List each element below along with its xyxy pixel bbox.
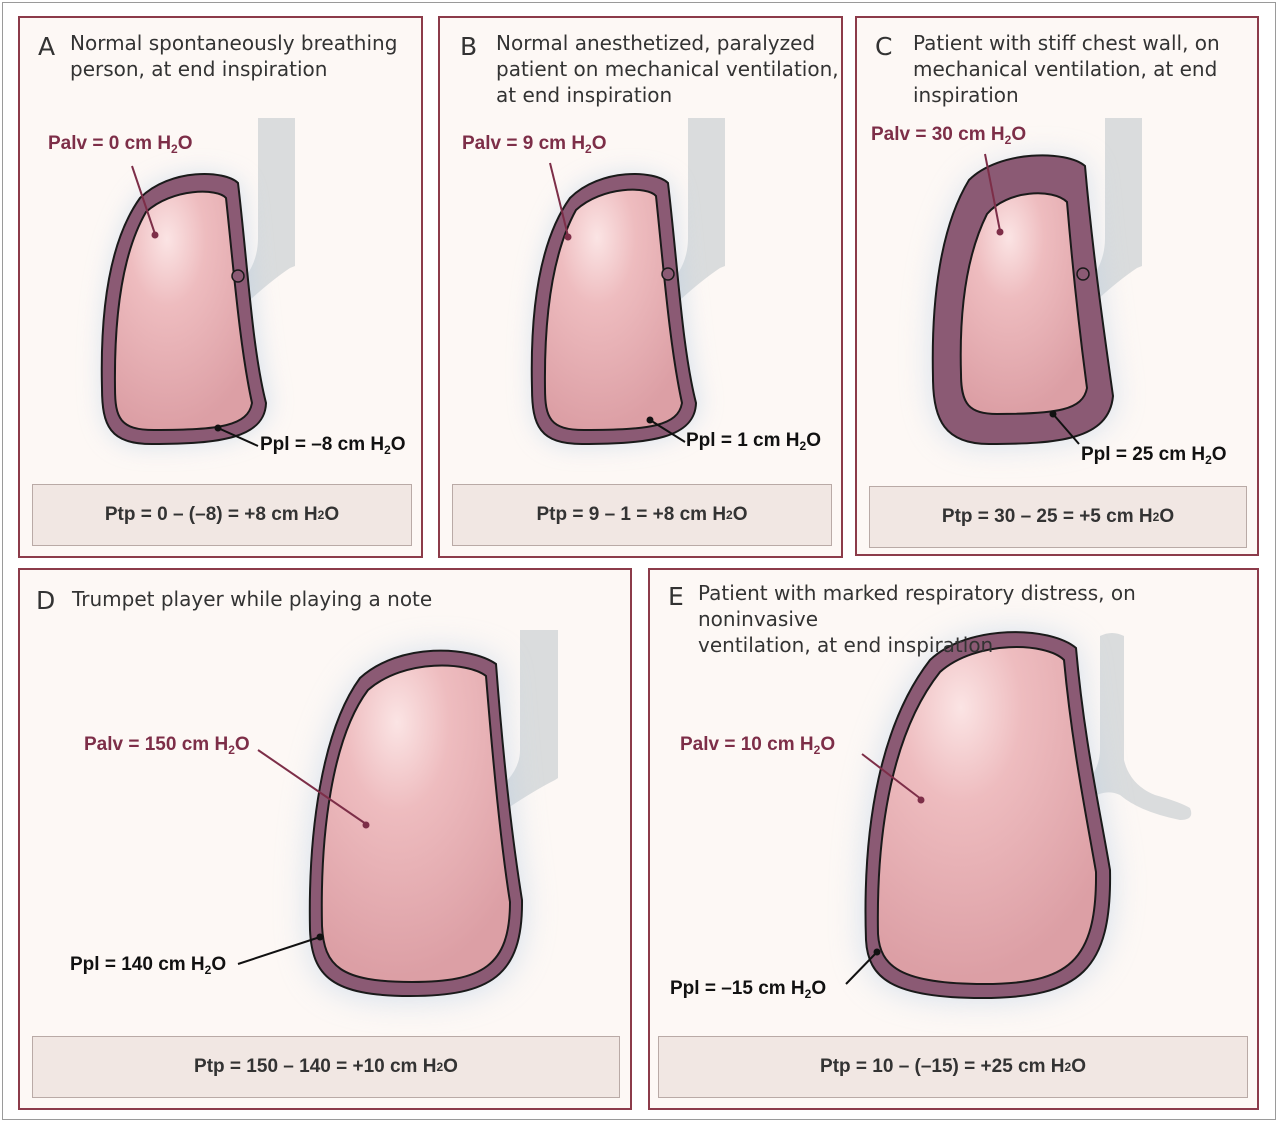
panel-letter: C <box>875 32 893 61</box>
trachea <box>490 630 558 810</box>
panel-d: D Trumpet player while playing a note Pa… <box>18 568 632 1110</box>
trachea <box>1080 633 1192 820</box>
lung <box>876 646 1098 986</box>
ppl-label: Ppl = –8 cm H2O <box>260 434 406 457</box>
palv-label: Palv = 9 cm H2O <box>462 133 607 156</box>
panel-title: Patient with stiff chest wall, on mechan… <box>913 31 1220 107</box>
lung-illustration-b <box>530 118 725 446</box>
panel-title: Trumpet player while playing a note <box>72 587 433 611</box>
panel-e: E Patient with marked respiratory distre… <box>648 568 1259 1110</box>
panel-c: C Patient with stiff chest wall, on mech… <box>855 16 1259 556</box>
ppl-label: Ppl = –15 cm H2O <box>670 978 827 1001</box>
palv-label: Palv = 150 cm H2O <box>84 734 250 757</box>
ppl-label: Ppl = 1 cm H2O <box>686 430 821 453</box>
ppl-label: Ppl = 25 cm H2O <box>1081 444 1227 467</box>
panel-title: Normal spontaneously breathing person, a… <box>70 31 398 81</box>
panel-letter: B <box>460 32 478 61</box>
panel-title: Patient with marked respiratory distress… <box>698 581 1136 657</box>
lung-illustration-c <box>928 118 1142 448</box>
panel-a: A Normal spontaneously breathing person,… <box>18 16 423 558</box>
ppl-label: Ppl = 140 cm H2O <box>70 954 227 977</box>
panel-letter: E <box>668 582 684 611</box>
panel-letter: D <box>36 586 56 615</box>
panel-letter: A <box>38 32 56 61</box>
lung <box>959 192 1089 416</box>
lung-illustration-d <box>237 630 558 1000</box>
trachea <box>235 118 295 300</box>
lung-illustration-e <box>845 631 1192 1000</box>
palv-label: Palv = 0 cm H2O <box>48 133 193 156</box>
palv-label: Palv = 10 cm H2O <box>680 734 836 757</box>
panel-title: Normal anesthetized, paralyzed patient o… <box>496 31 839 107</box>
panel-b: B Normal anesthetized, paralyzed patient… <box>438 16 843 558</box>
trachea <box>665 118 725 300</box>
lung <box>543 188 684 432</box>
lung <box>113 190 254 432</box>
lung <box>320 664 512 984</box>
lung-illustration-a <box>100 118 295 447</box>
palv-label: Palv = 30 cm H2O <box>871 124 1027 147</box>
trachea <box>1082 118 1142 300</box>
